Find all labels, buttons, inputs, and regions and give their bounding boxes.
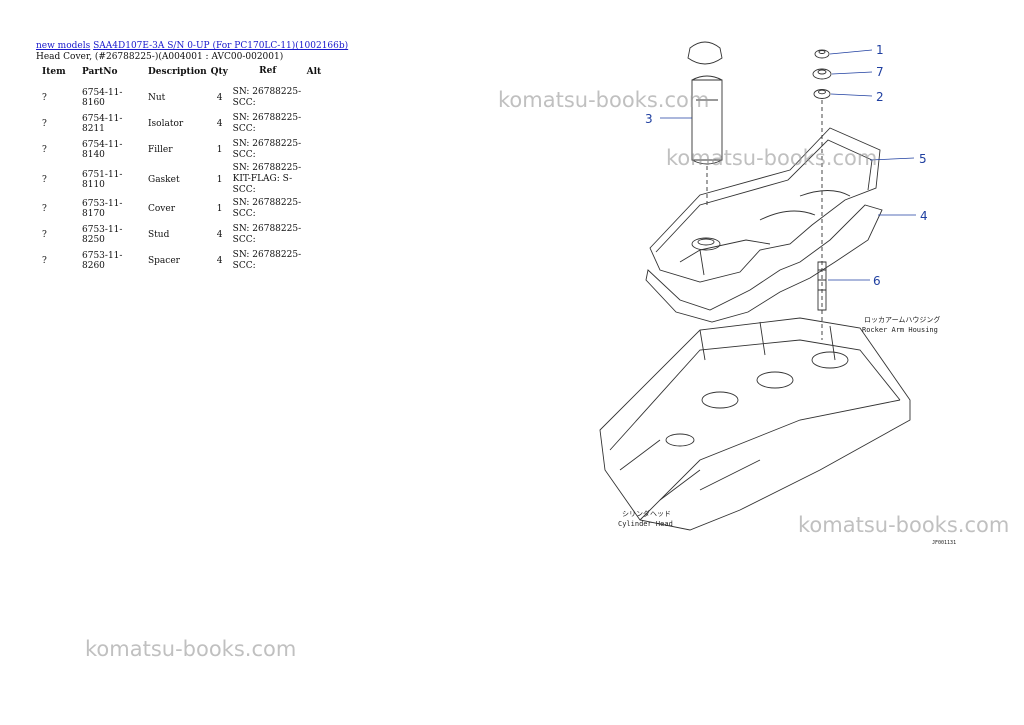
cell-alt (305, 196, 339, 222)
model-link[interactable]: SAA4D107E-3A S/N 0-UP (For PC170LC-11)(1… (93, 41, 349, 51)
cell-item: ? (42, 174, 47, 185)
cell-item: ? (42, 204, 47, 214)
cell-qty: 4 (216, 93, 223, 103)
stud-shape (817, 261, 827, 311)
cell-item: ? (42, 145, 47, 155)
rocker-arm-label-jp: ロッカアームハウジング (864, 315, 940, 324)
cell-partno: 6754-11-8140 (82, 140, 123, 160)
cell-description: Spacer (148, 256, 180, 266)
cell-qty: 1 (216, 174, 223, 185)
cell-item: ? (42, 230, 47, 240)
cylinder-head-shape (599, 317, 911, 531)
cell-item: ? (42, 93, 47, 103)
table-row: ? 6753-11-8170 Cover 1 SN: 26788225-SCC: (36, 196, 339, 222)
table-header-row: Item PartNo Description Qty Ref Alt (36, 66, 339, 85)
cell-alt (305, 85, 339, 111)
cell-qty: 1 (216, 145, 223, 155)
cell-description: Gasket (148, 174, 180, 185)
col-header-description: Description (148, 66, 207, 77)
cell-description: Stud (148, 230, 170, 240)
spacer-shape (813, 89, 831, 99)
table-row: ? 6753-11-8260 Spacer 4 SN: 26788225-SCC… (36, 248, 339, 274)
nut-shape (814, 49, 830, 59)
watermark: komatsu-books.com (666, 146, 878, 170)
new-models-link[interactable]: new models (36, 41, 91, 51)
table-row: ? 6754-11-8211 Isolator 4 SN: 26788225-S… (36, 111, 339, 137)
head-cover-shape (649, 127, 881, 283)
cell-ref: SN: 26788225-SCC: (232, 250, 302, 271)
cell-partno: 6751-11-8110 (82, 169, 123, 190)
cell-description: Filler (148, 145, 173, 155)
table-row: ? 6754-11-8160 Nut 4 SN: 26788225-SCC: (36, 85, 339, 111)
table-row: ? 6753-11-8250 Stud 4 SN: 26788225-SCC: (36, 222, 339, 248)
rocker-arm-label-en: Rocker Arm Housing (862, 326, 938, 334)
table-row: ? 6754-11-8140 Filler 1 SN: 26788225-SCC… (36, 137, 339, 163)
cell-alt (305, 248, 339, 274)
cell-alt (305, 111, 339, 137)
filler-cap-shape (687, 41, 723, 65)
cylinder-head-label-jp: シリンダヘッド (622, 509, 671, 518)
callout-3: 3 (645, 112, 653, 126)
callout-7: 7 (876, 65, 884, 79)
col-header-partno: PartNo (82, 66, 118, 77)
callout-4: 4 (920, 209, 928, 223)
cell-alt (305, 222, 339, 248)
cell-partno: 6754-11-8211 (82, 114, 123, 134)
page-subtitle: Head Cover, (#26788225-)(A004001 : AVC00… (36, 52, 284, 62)
callout-1: 1 (876, 43, 884, 57)
cylinder-head-label-en: Cylinder Head (618, 520, 673, 528)
cell-qty: 4 (216, 230, 223, 240)
callout-6: 6 (873, 274, 881, 288)
cell-ref: SN: 26788225-SCC: (232, 113, 302, 134)
cell-partno: 6753-11-8260 (82, 251, 123, 271)
isolator-shape (812, 68, 832, 80)
cell-partno: 6753-11-8250 (82, 225, 123, 245)
filler-tube-shape (691, 75, 723, 165)
callout-5: 5 (919, 152, 927, 166)
col-header-ref: Ref (259, 66, 277, 76)
cell-ref: SN: 26788225-SCC: (232, 139, 302, 160)
cell-description: Nut (148, 93, 166, 103)
watermark: komatsu-books.com (498, 88, 710, 112)
parts-table: Item PartNo Description Qty Ref Alt ? 67… (36, 66, 339, 274)
figure-code: JF001131 (932, 540, 956, 546)
breadcrumb: new models SAA4D107E-3A S/N 0-UP (For PC… (36, 40, 348, 52)
col-header-item: Item (42, 66, 66, 77)
cell-alt (305, 163, 339, 196)
cell-partno: 6754-11-8160 (82, 88, 123, 108)
cell-qty: 4 (216, 256, 223, 266)
watermark: komatsu-books.com (798, 513, 1010, 537)
col-header-qty: Qty (210, 66, 228, 77)
cell-description: Cover (148, 204, 176, 214)
cell-partno: 6753-11-8170 (82, 199, 123, 219)
cell-item: ? (42, 119, 47, 129)
table-row: ? 6751-11-8110 Gasket 1 SN: 26788225-KIT… (36, 163, 339, 196)
gasket-shape (645, 204, 883, 323)
cell-ref: SN: 26788225-SCC: (232, 87, 302, 108)
col-header-alt: Alt (306, 66, 322, 77)
callout-2: 2 (876, 90, 884, 104)
cell-ref: SN: 26788225-SCC: (232, 198, 302, 219)
exploded-parts-diagram: 1 7 2 3 5 4 6 ロッカアームハウジング Rocker Arm Hou… (599, 41, 956, 546)
watermark: komatsu-books.com (85, 637, 297, 661)
cell-ref: SN: 26788225-KIT-FLAG: S-SCC: (232, 163, 302, 195)
cell-description: Isolator (148, 119, 184, 129)
cell-qty: 1 (216, 204, 223, 214)
cell-qty: 4 (216, 119, 223, 129)
cell-item: ? (42, 256, 47, 266)
cell-ref: SN: 26788225-SCC: (232, 224, 302, 245)
cell-alt (305, 137, 339, 163)
